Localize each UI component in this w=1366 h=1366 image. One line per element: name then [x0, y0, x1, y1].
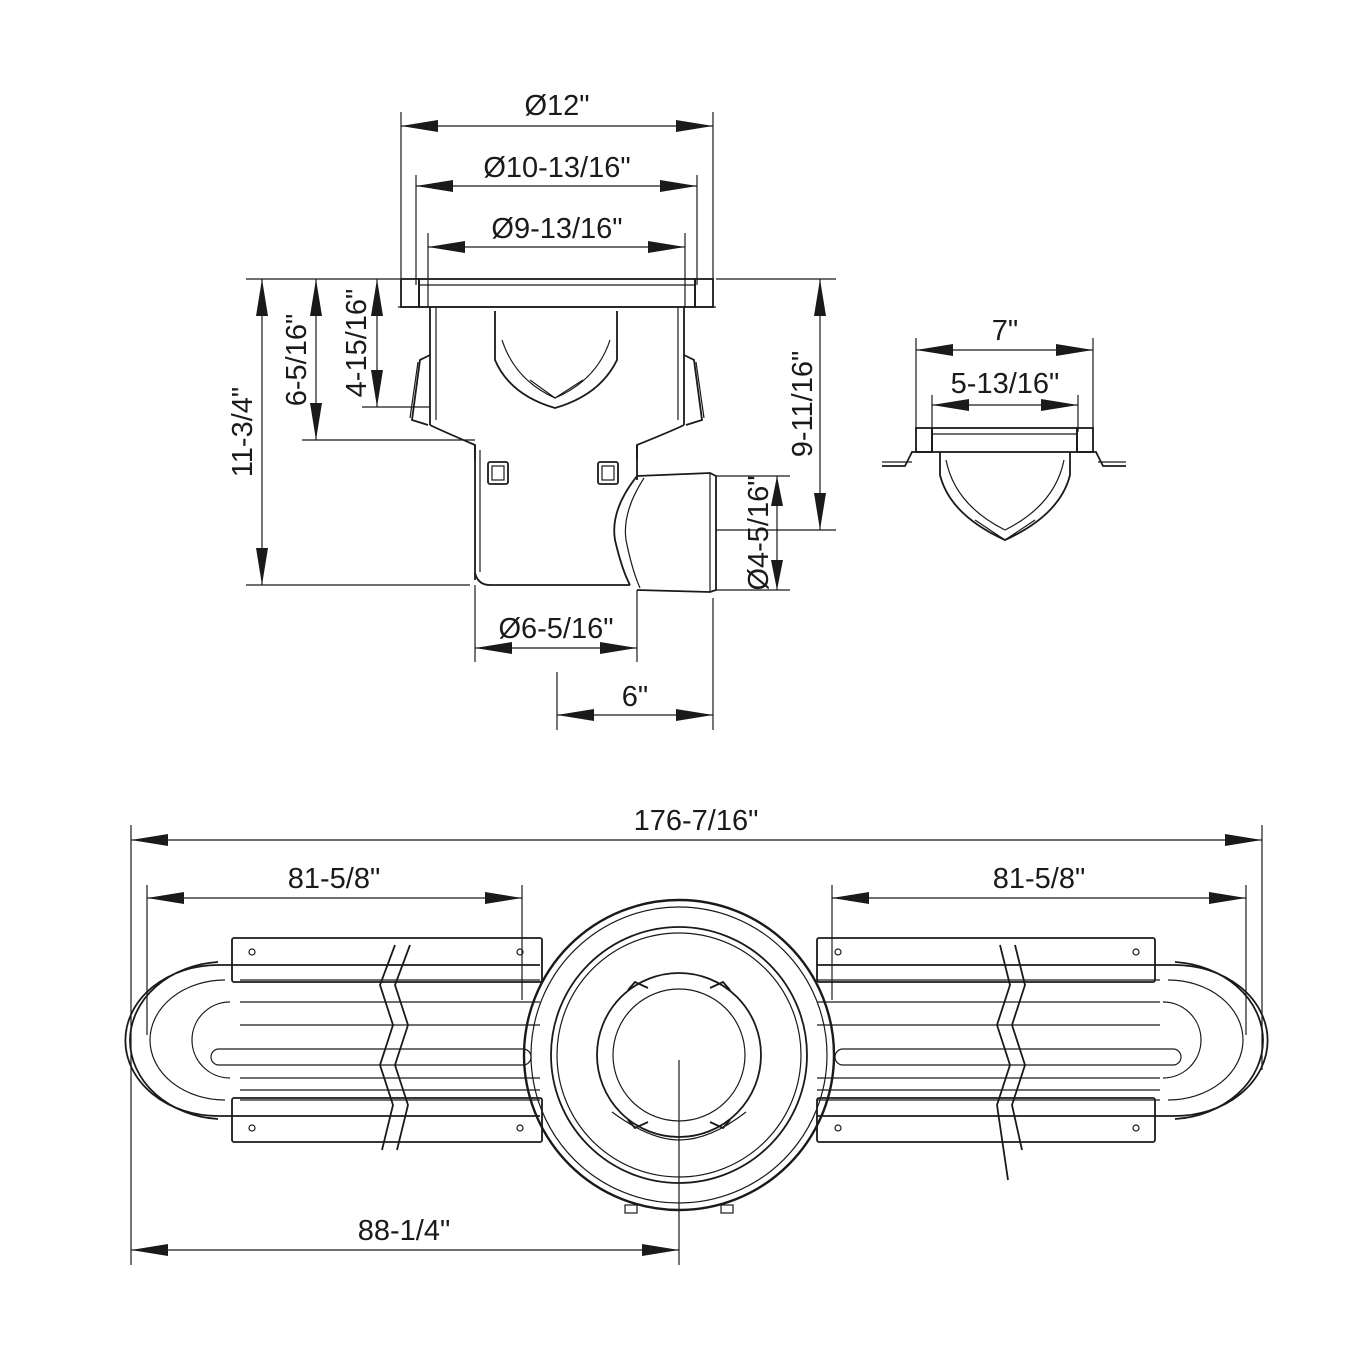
- dim-total-length: 176-7/16": [634, 805, 759, 837]
- dim-to-center: 88-1/4": [358, 1215, 451, 1247]
- side-view: [246, 112, 836, 730]
- dim-dia-inner: Ø9-13/16": [491, 213, 622, 245]
- dim-offset: 6": [622, 681, 648, 713]
- dim-outlet-dia: Ø4-5/16": [743, 475, 775, 590]
- dim-width-outer: 7": [992, 315, 1018, 347]
- dim-height-right: 9-11/16": [787, 351, 819, 458]
- dim-pipe-dia: Ø6-5/16": [498, 613, 613, 645]
- dim-height-total: 11-3/4": [227, 387, 259, 477]
- dim-height-body: 6-5/16": [281, 314, 313, 407]
- top-view: [124, 825, 1269, 1265]
- dim-right-channel: 81-5/8": [993, 863, 1086, 895]
- dim-dia-outer: Ø12": [524, 90, 589, 122]
- dim-width-inner: 5-13/16": [951, 368, 1060, 400]
- section-view: [882, 338, 1126, 541]
- dim-height-upper: 4-15/16": [341, 289, 373, 398]
- dim-dia-mid: Ø10-13/16": [483, 152, 630, 184]
- dim-left-channel: 81-5/8": [288, 863, 381, 895]
